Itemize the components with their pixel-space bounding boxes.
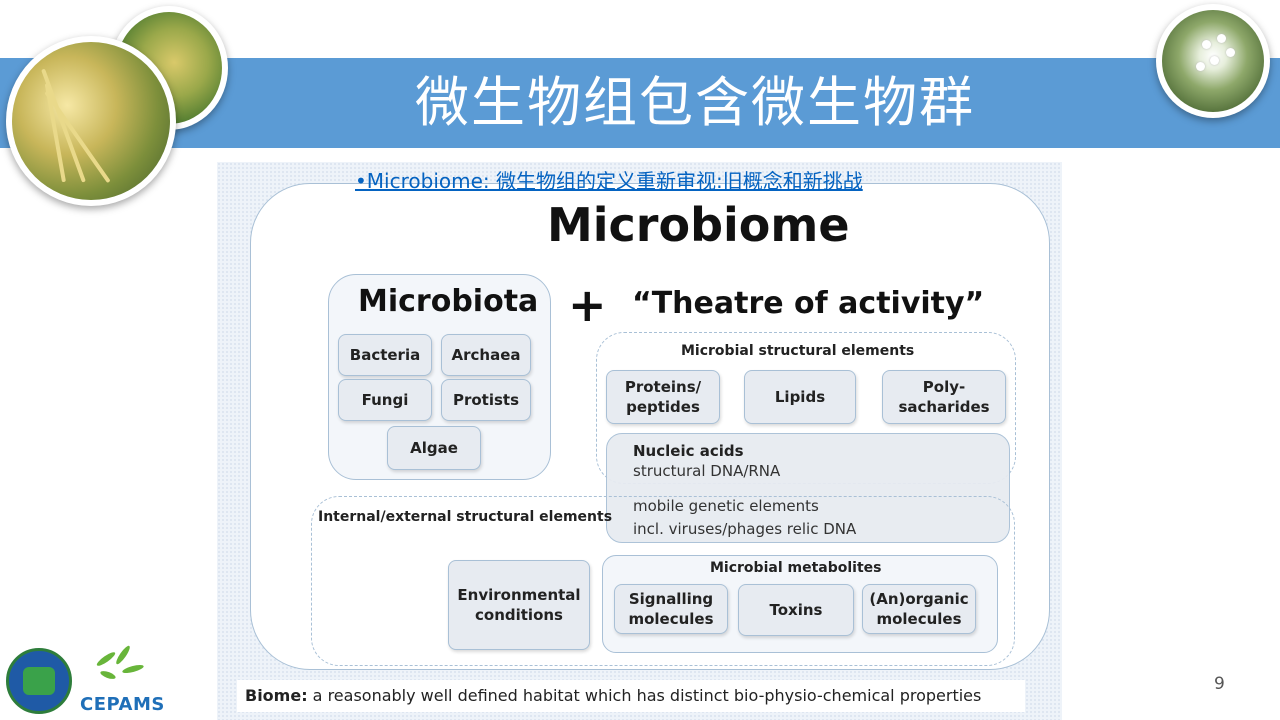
microbiota-title: Microbiota [358,284,539,319]
internal-external-box [311,496,1015,666]
chip-proteins: Proteins/ peptides [606,370,720,424]
chip-fungi: Fungi [338,379,432,421]
institute-logo [6,648,72,714]
nucleic-acids-box [606,433,1010,543]
chip-bacteria: Bacteria [338,334,432,376]
nucleic-line-2: mobile genetic elements [633,497,819,515]
biome-label: Biome: [245,686,308,705]
cepams-logo-text: CEPAMS [80,694,165,715]
chip-toxins: Toxins [738,584,854,636]
plus-sign: + [568,278,607,332]
nucleic-line-3: incl. viruses/phages relic DNA [633,520,857,538]
chip-archaea: Archaea [441,334,531,376]
metabolites-title: Microbial metabolites [710,560,882,576]
reference-link[interactable]: •Microbiome: 微生物组的定义重新审视:旧概念和新挑战 [355,169,863,193]
biome-text: a reasonably well defined habitat which … [307,686,982,705]
chip-protists: Protists [441,379,531,421]
wheat-photo [6,36,176,206]
chip-environmental: Environmental conditions [448,560,590,650]
chip-lipids: Lipids [744,370,856,424]
internal-external-title: Internal/external structural elements [318,509,613,525]
nucleic-acids-title: Nucleic acids [633,442,744,460]
chip-signalling: Signalling molecules [614,584,728,634]
nucleic-line-1: structural DNA/RNA [633,462,781,480]
slide-title: 微生物组包含微生物群 [415,71,975,134]
theatre-title: “Theatre of activity” [632,286,985,321]
structural-elements-title: Microbial structural elements [681,343,915,359]
chip-algae: Algae [387,426,481,470]
biome-definition: Biome: a reasonably well defined habitat… [237,680,1025,712]
chip-anorganic: (An)organic molecules [862,584,976,634]
page-number: 9 [1214,674,1225,694]
chip-polysacharides: Poly- sacharides [882,370,1006,424]
flower-photo [1156,4,1270,118]
diagram-title: Microbiome [547,198,850,252]
